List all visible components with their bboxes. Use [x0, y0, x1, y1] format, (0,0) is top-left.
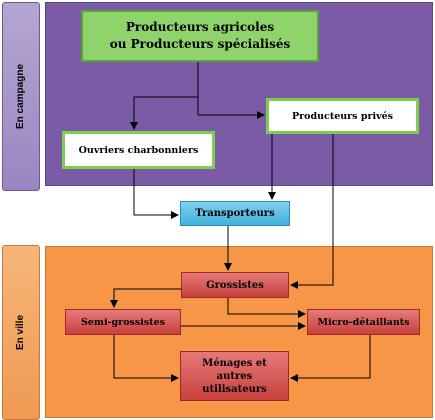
node-producteurs-prives: Producteurs privés [266, 98, 419, 134]
node-producteurs-prives-label: Producteurs privés [292, 110, 393, 122]
node-semi-grossistes: Semi-grossistes [65, 309, 181, 335]
edge-semi-to-menages [113, 335, 179, 382]
node-transporteurs: Transporteurs [180, 201, 290, 226]
node-micro-detaillants-label: Micro-détaillants [317, 316, 410, 328]
edge-grossistes-to-micro [227, 298, 306, 318]
node-ouvriers-charbonniers-label: Ouvriers charbonniers [78, 144, 199, 156]
section-label-ville: En ville [2, 245, 40, 420]
node-ouvriers-charbonniers: Ouvriers charbonniers [62, 131, 215, 169]
node-micro-detaillants: Micro-détaillants [307, 309, 420, 335]
node-producteurs-agricoles: Producteurs agricoles ou Producteurs spé… [81, 10, 319, 62]
node-transporteurs-label: Transporteurs [195, 208, 275, 219]
node-grossistes-label: Grossistes [206, 279, 264, 291]
node-menages-line1: Ménages et [202, 357, 267, 369]
edge-agricoles-to-prives [197, 97, 265, 119]
node-menages-line2: autres [216, 370, 253, 382]
node-grossistes: Grossistes [181, 272, 289, 298]
section-label-campagne: En campagne [2, 2, 40, 191]
node-menages: Ménages et autres utilisateurs [180, 351, 289, 401]
node-semi-grossistes-label: Semi-grossistes [81, 316, 165, 328]
node-producteurs-agricoles-line1: Producteurs agricoles [125, 20, 275, 34]
node-menages-line3: utilisateurs [202, 383, 267, 395]
edge-ouvriers-to-transporteurs [133, 169, 179, 219]
edge-grossistes-to-semi [110, 288, 181, 308]
edge-prives-to-grossistes [290, 134, 334, 289]
node-producteurs-agricoles-line2: ou Producteurs spécialisés [109, 37, 291, 51]
edge-agricoles-to-ouvriers [130, 62, 199, 130]
edge-micro-to-menages [290, 335, 371, 382]
